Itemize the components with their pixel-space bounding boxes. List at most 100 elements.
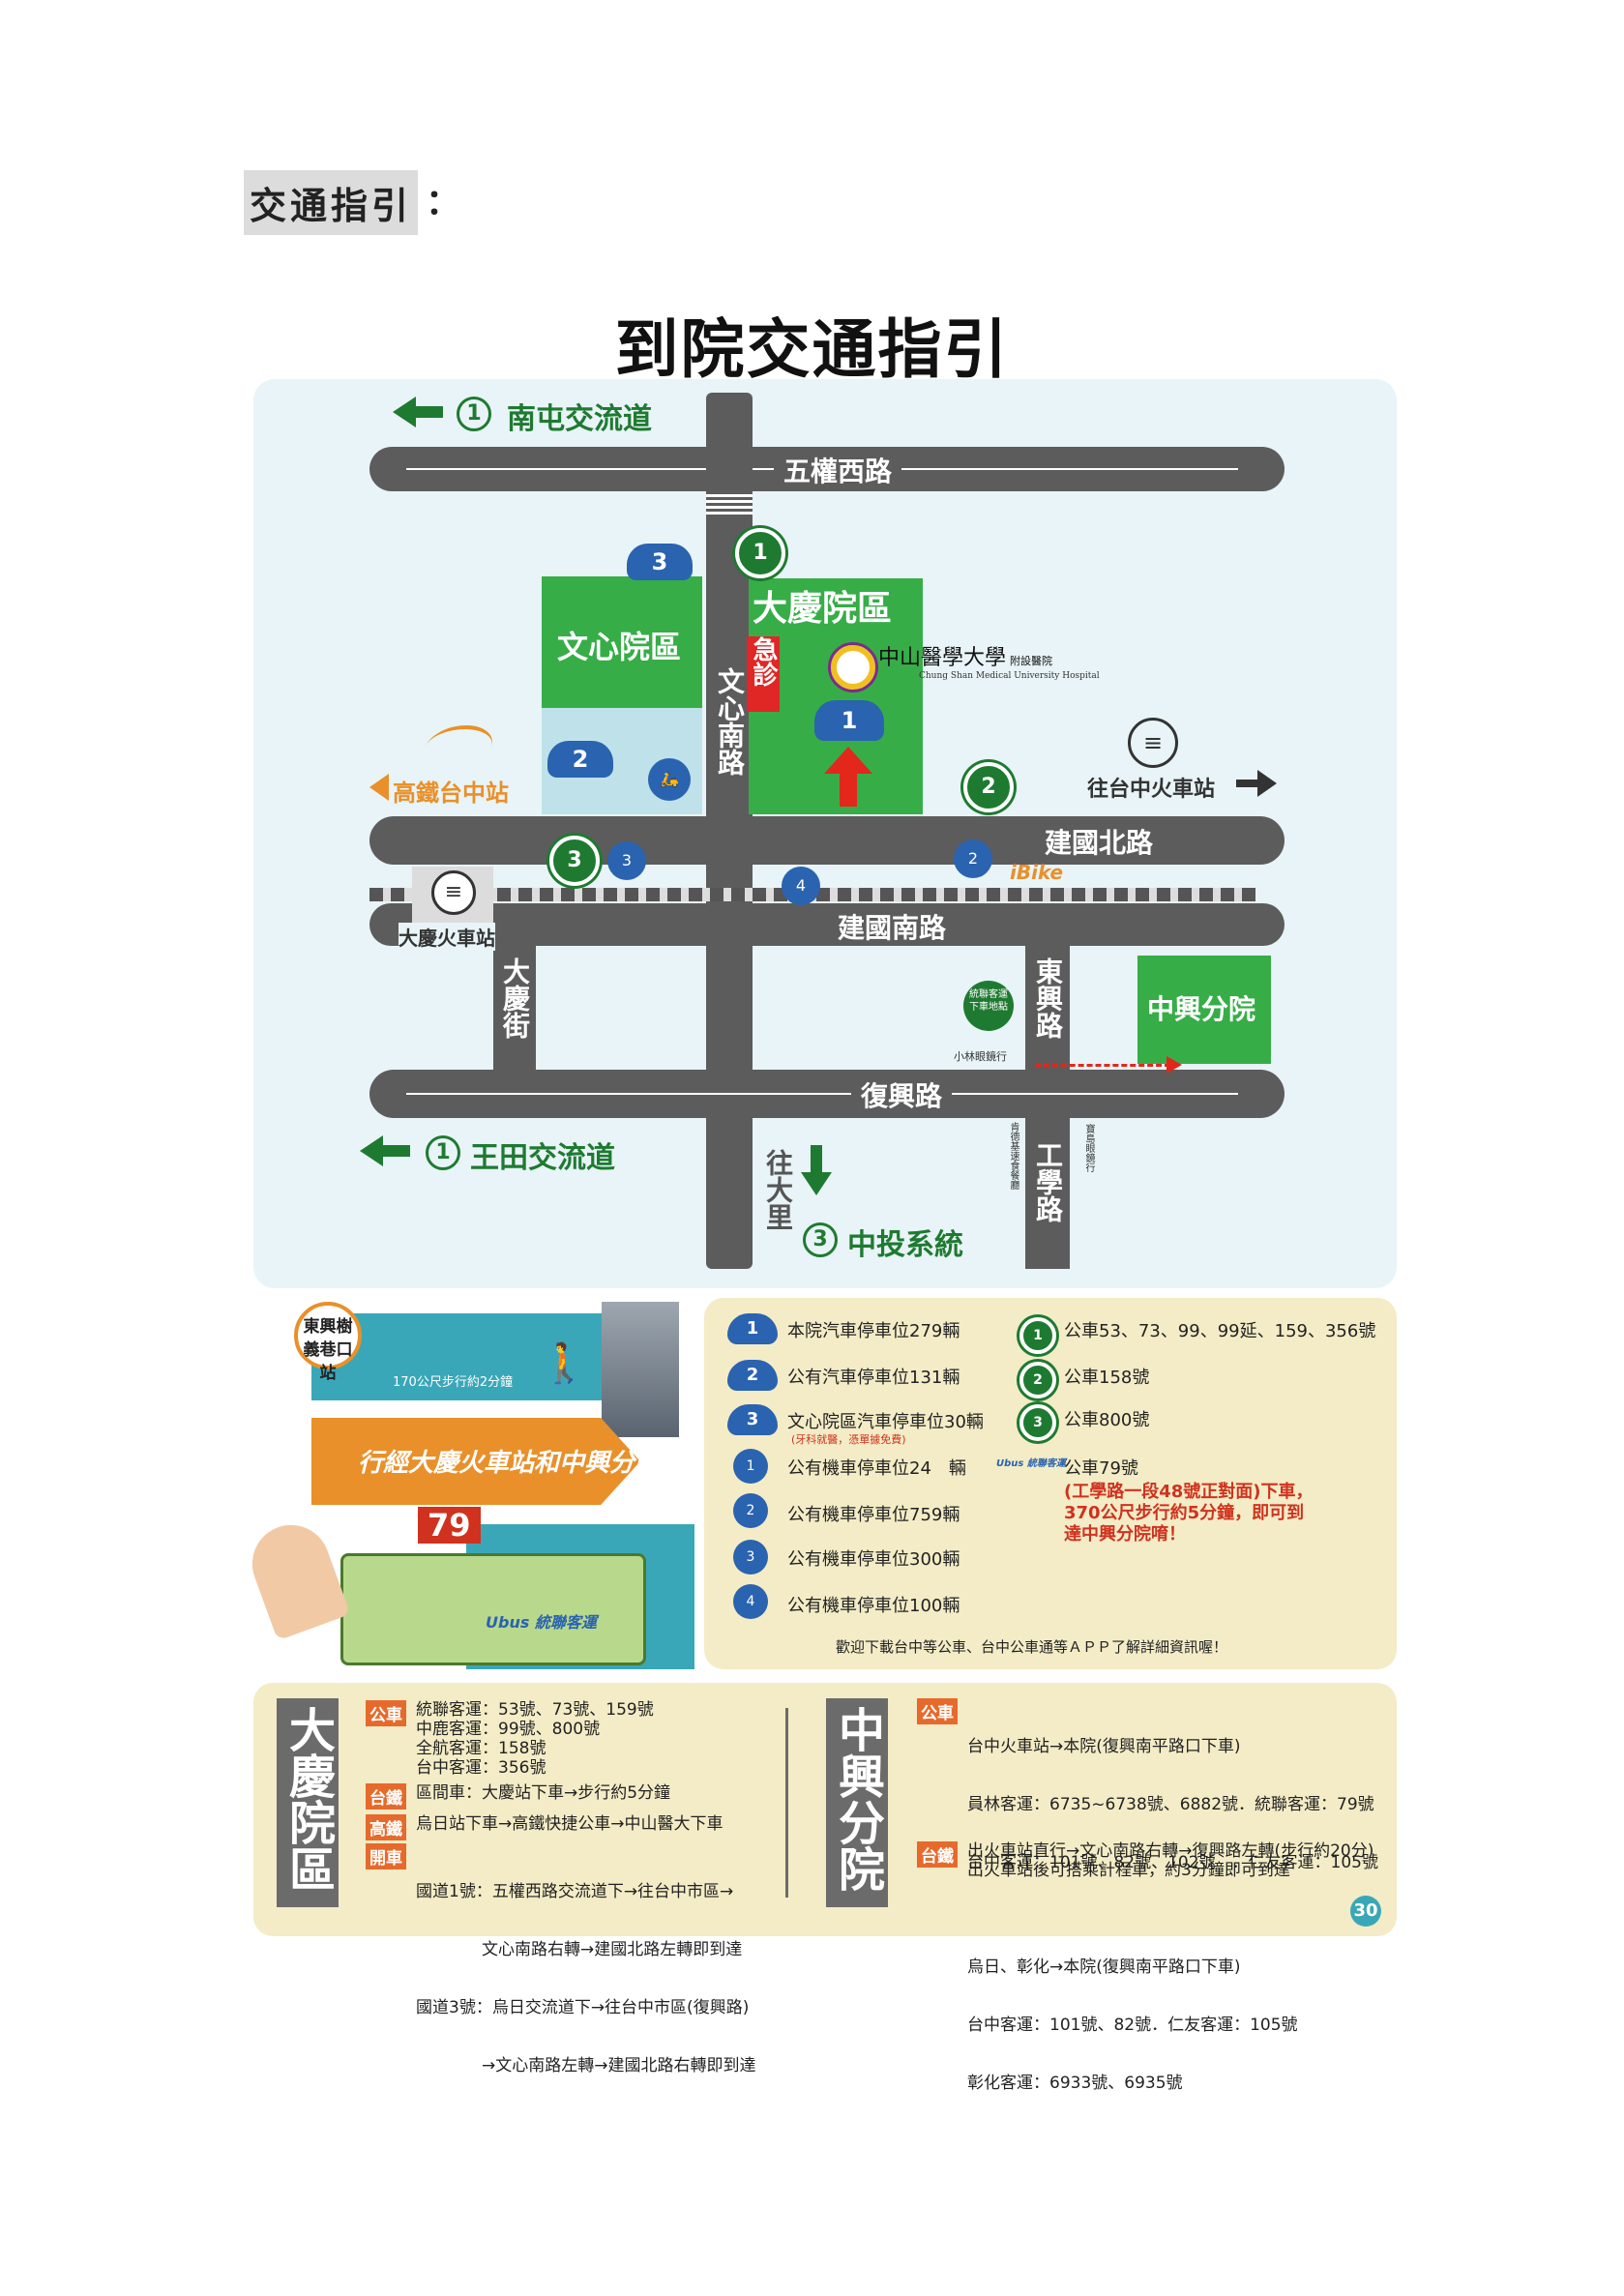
zhongxing-rail-tag: 台鐵 <box>917 1841 958 1868</box>
daqing-rail-tag: 台鐵 <box>366 1783 406 1810</box>
legend-moto-4-icon: 4 <box>733 1584 768 1619</box>
legend-car-2-icon: 2 <box>727 1360 778 1391</box>
arrow-left-shaft <box>381 1145 410 1157</box>
daqing-drive-line: 國道3號：烏日交流道下→往台中市區(復興路) <box>416 1998 750 2017</box>
entrance-arrow-icon <box>840 772 857 807</box>
bus-stop-2-icon[interactable]: 2 <box>963 762 1014 812</box>
highway-1-icon: 1 <box>457 397 491 431</box>
zhongxing-branch-label: 中興分院 <box>1147 993 1256 1025</box>
page-number-badge: 30 <box>1350 1896 1381 1927</box>
arrow-left-icon <box>360 1135 383 1166</box>
arrow-right-shaft <box>1236 780 1259 787</box>
direction-taichung-station: 往台中火車站 <box>1087 778 1216 802</box>
zhongxing-bus-line: 台中客運：101號、82號．仁友客運：105號 <box>967 2016 1298 2035</box>
moto-parking-4-icon[interactable]: 4 <box>782 867 820 905</box>
legend-moto-2-text: 公有機車停車位759輛 <box>787 1505 960 1525</box>
legend-bus-2-text: 公車158號 <box>1064 1368 1150 1388</box>
zhongxing-bus-lines: 台中火車站→本院(復興南平路口下車) 員林客運：6735~6738號、6882號… <box>967 1698 1378 2112</box>
bus-brand: Ubus 統聯客運 <box>486 1613 597 1632</box>
hospital-suffix: 附設醫院 <box>1010 655 1053 667</box>
zhongxing-bus-line: 烏日、彰化→本院(復興南平路口下車) <box>967 1957 1241 1977</box>
road-label-dongxing: 東興路 <box>1028 957 1067 1039</box>
zhongxing-branch-block[interactable] <box>1137 956 1271 1064</box>
walk-path-arrow-icon <box>1166 1056 1182 1074</box>
car-parking-1-icon[interactable]: 1 <box>814 700 884 741</box>
highway-1-icon: 1 <box>426 1135 460 1170</box>
road-gongxue <box>1025 1116 1070 1269</box>
moto-parking-2-icon[interactable]: 2 <box>954 839 992 878</box>
route-flag: 79 <box>418 1507 481 1544</box>
bus-stop-1-icon[interactable]: 1 <box>735 528 785 578</box>
legend-bus-2-icon: 2 <box>1019 1362 1056 1398</box>
bus-icon <box>340 1553 646 1665</box>
ubus-stop-badge: 統聯客運下車地點 <box>963 981 1014 1031</box>
arrow-right-icon <box>1257 770 1277 797</box>
legend-car-3-text: 文心院區汽車停車位30輛 <box>787 1412 984 1432</box>
daqing-bus-line: 中鹿客運：99號、800號 <box>416 1720 601 1739</box>
legend-car-3-note: (牙科就醫，憑單據免費) <box>791 1433 906 1446</box>
entrance-arrow-head <box>824 747 872 774</box>
zhongxing-bus-line: 台中火車站→本院(復興南平路口下車) <box>967 1737 1241 1756</box>
zhongxing-title: 中興分院 <box>826 1698 888 1907</box>
zhongxing-bus-line: 彰化客運：6933號、6935號 <box>967 2074 1183 2093</box>
arrow-down-shaft <box>811 1145 822 1174</box>
legend-moto-1-icon: 1 <box>733 1449 768 1484</box>
optical-label: 小林眼鏡行 <box>954 1050 1007 1063</box>
road-label-jianguo-north: 建國北路 <box>1045 827 1154 859</box>
direction-thsr: 高鐵台中站 <box>393 780 509 807</box>
direction-nantun: 南屯交流道 <box>507 402 652 436</box>
zhongxing-bus-line <box>967 1911 1378 1919</box>
legend-bus-3-text: 公車800號 <box>1064 1410 1150 1430</box>
heading-colon: ： <box>426 183 461 222</box>
daqing-title: 大慶院區 <box>277 1698 339 1907</box>
legend-car-1-text: 本院汽車停車位279輛 <box>787 1321 960 1341</box>
train-icon: ≡ <box>431 870 476 915</box>
direction-zhongtou: 中投系統 <box>847 1228 963 1262</box>
road-label-wenxin-south: 文心南路 <box>710 667 749 776</box>
building-photo <box>602 1302 679 1437</box>
zhongxing-bus-line: 員林客運：6735~6738號、6882號．統聯客運：79號 <box>967 1795 1374 1814</box>
arrow-left-icon <box>393 397 416 427</box>
gongxue-text: 工學路 <box>1032 1141 1064 1222</box>
daqing-station-label: 大慶火車站 <box>399 923 495 951</box>
highway-3-icon: 3 <box>803 1222 838 1257</box>
ubus-logo: Ubus 統聯客運 <box>996 1458 1066 1469</box>
moto-parking-3-icon[interactable]: 3 <box>607 841 646 880</box>
road-label-daqing-street: 大慶街 <box>495 957 534 1039</box>
page-heading: 交通指引 <box>244 170 419 235</box>
legend-bus-1-icon: 1 <box>1019 1317 1056 1354</box>
road-label-fuxing: 復興路 <box>851 1075 953 1114</box>
road-jianguo-south <box>369 903 1284 946</box>
hand-pointer-icon <box>241 1514 351 1641</box>
zhongxing-rail-lines: 出火車站直行→文心南路右轉→復興路左轉(步行約20分) 出火車站後可搭乘計程車，… <box>967 1841 1373 1880</box>
zhongxing-rail-line: 出火車站後可搭乘計程車，約3分鐘即可到達 <box>967 1861 1290 1880</box>
bottom-panel <box>253 1683 1397 1936</box>
daqing-hsr-text: 烏日站下車→高鐵快捷公車→中山醫大下車 <box>416 1814 723 1834</box>
daqing-street-text: 大慶街 <box>499 957 531 1039</box>
daqing-drive-line: →文心南路左轉→建國北路右轉即到達 <box>416 2056 756 2075</box>
train-station-icon: ≡ <box>1128 718 1178 768</box>
daqing-campus-label: 大慶院區 <box>753 589 893 629</box>
moto-parking-icon[interactable]: 🛵 <box>648 758 691 801</box>
legend-car-1-icon: 1 <box>727 1313 778 1344</box>
legend-moto-3-icon: 3 <box>733 1540 768 1575</box>
dongxing-text: 東興路 <box>1032 957 1064 1039</box>
car-parking-3-icon[interactable]: 3 <box>627 544 693 580</box>
car-parking-2-icon[interactable]: 2 <box>547 741 613 778</box>
daqing-bus-line: 全航客運：158號 <box>416 1739 546 1758</box>
thsr-arrow-icon <box>369 774 389 801</box>
legend-car-3-icon: 3 <box>727 1404 778 1435</box>
crosswalk <box>706 493 753 515</box>
arrow-down-icon <box>801 1172 832 1195</box>
daqing-drive-lines: 國道1號：五權西路交流道下→往台中市區→ 文心南路右轉→建國北路左轉即到達 國道… <box>416 1843 756 2095</box>
road-label-jianguo-south: 建國南路 <box>838 912 947 944</box>
daqing-rail-text: 區間車：大慶站下車→步行約5分鐘 <box>416 1783 671 1803</box>
bus-stop-3-icon[interactable]: 3 <box>549 836 600 886</box>
walker-icon: 🚶 <box>540 1341 588 1386</box>
zhongxing-bus-line: 台中客運：101號、82號、102號 ．仁友客運：105號 <box>967 1853 1378 1872</box>
emergency-badge: 急診 <box>747 636 780 712</box>
wenxin-campus-label: 文心院區 <box>557 629 682 665</box>
legend-footer: 歡迎下載台中等公車、台中公車通等ＡＰＰ了解詳細資訊喔！ <box>836 1638 1228 1656</box>
wenxin-campus-block[interactable] <box>542 576 702 708</box>
treasure-optical-label: 寶島眼鏡行 <box>1083 1124 1094 1172</box>
